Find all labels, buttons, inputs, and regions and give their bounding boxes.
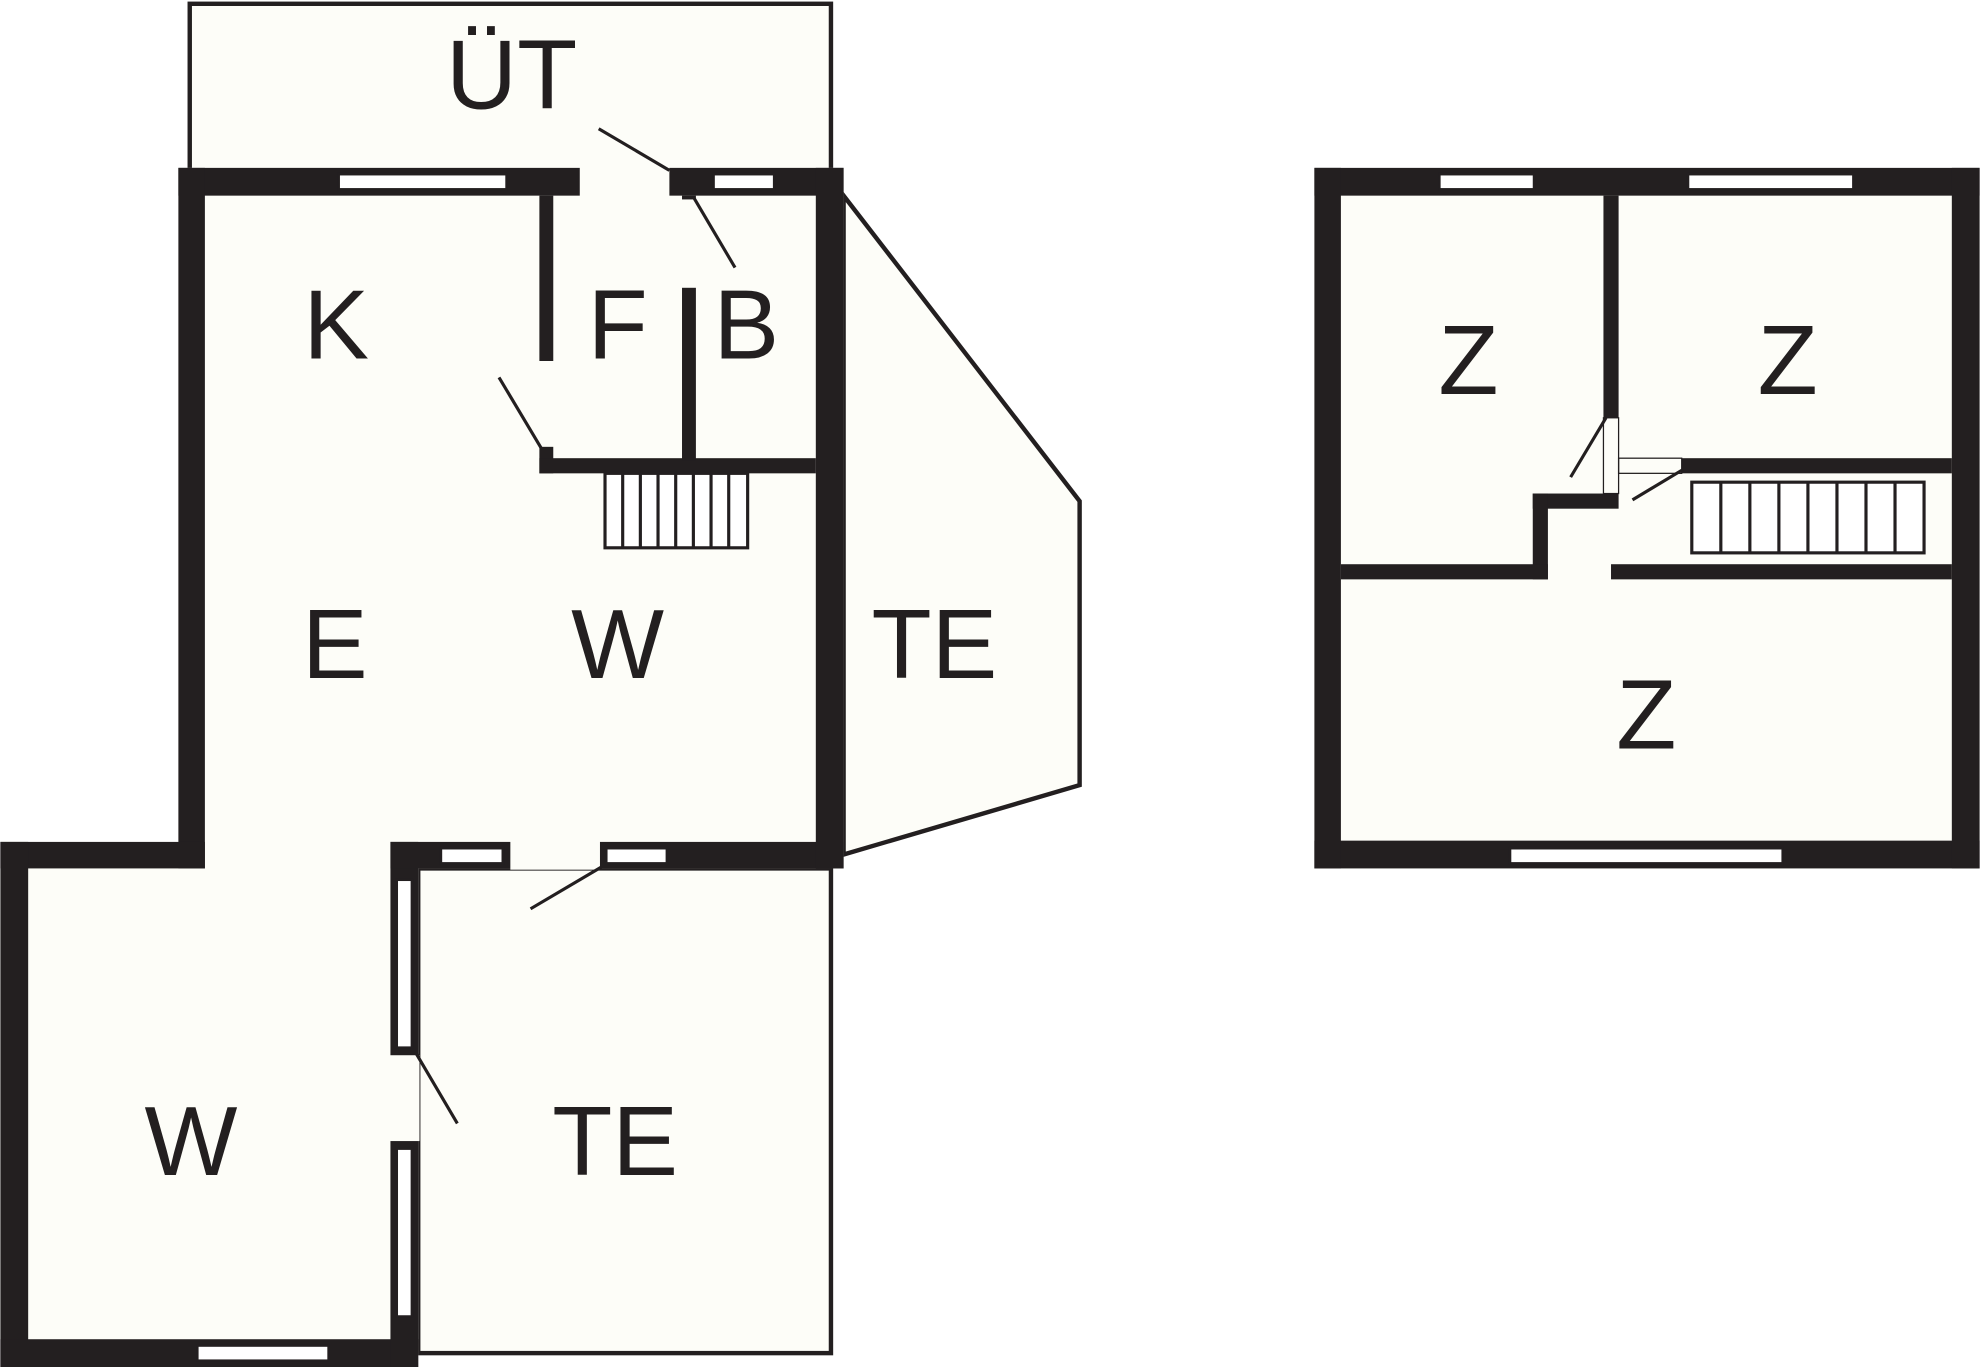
window xyxy=(605,846,669,865)
staircase xyxy=(1690,480,1926,555)
terrace-bottom-area xyxy=(415,866,834,1356)
room-label-f: F xyxy=(588,269,648,379)
room-label-living: W xyxy=(571,589,664,699)
window xyxy=(712,172,776,191)
wall xyxy=(1340,564,1548,580)
wall xyxy=(1603,195,1619,418)
window xyxy=(337,172,508,191)
room-label-e: E xyxy=(302,589,368,699)
staircase xyxy=(603,471,750,550)
bedroom-door[interactable] xyxy=(1617,457,1683,474)
wall xyxy=(1532,493,1619,509)
room-label-bathroom: B xyxy=(714,269,780,379)
kitchen-door[interactable] xyxy=(538,360,555,447)
wall xyxy=(539,458,816,474)
window xyxy=(1686,172,1855,191)
window xyxy=(395,1147,414,1318)
wall xyxy=(1314,167,1341,869)
balcony-door[interactable] xyxy=(579,166,670,197)
living-door[interactable] xyxy=(389,1055,420,1142)
room-label-bedroom-1: Z xyxy=(1438,305,1498,415)
wall xyxy=(1681,458,1952,474)
window xyxy=(439,846,505,865)
window xyxy=(395,878,414,1049)
room-label-terrace-right: TE xyxy=(872,589,998,699)
wall xyxy=(1951,167,1980,869)
window xyxy=(1508,846,1784,865)
wall xyxy=(1314,167,1980,196)
wall xyxy=(0,841,29,1367)
room-label-bedroom-3: Z xyxy=(1616,660,1676,770)
balcony-area xyxy=(187,1,834,173)
bedroom-door[interactable] xyxy=(1602,417,1620,495)
room-label-bedroom-2: Z xyxy=(1758,305,1818,415)
terrace-right-area xyxy=(841,189,1082,858)
terrace-door[interactable] xyxy=(510,840,600,870)
bathroom-door[interactable] xyxy=(680,199,698,288)
window xyxy=(1438,172,1536,191)
wall xyxy=(815,167,844,869)
wall xyxy=(178,167,205,869)
wall xyxy=(1611,564,1952,580)
room-label-balcony: ÜT xyxy=(446,20,577,130)
wall xyxy=(1532,493,1548,580)
wall xyxy=(0,841,205,869)
room-label-kitchen: K xyxy=(303,269,369,379)
upper-floor-plan: Z Z Z xyxy=(1314,167,1980,869)
room-label-terrace-bottom: TE xyxy=(552,1086,678,1196)
room-label-living-bottom: W xyxy=(145,1086,238,1196)
window xyxy=(196,1344,330,1362)
ground-floor-plan: ÜT K F B E W TE W TE xyxy=(0,1,1082,1367)
